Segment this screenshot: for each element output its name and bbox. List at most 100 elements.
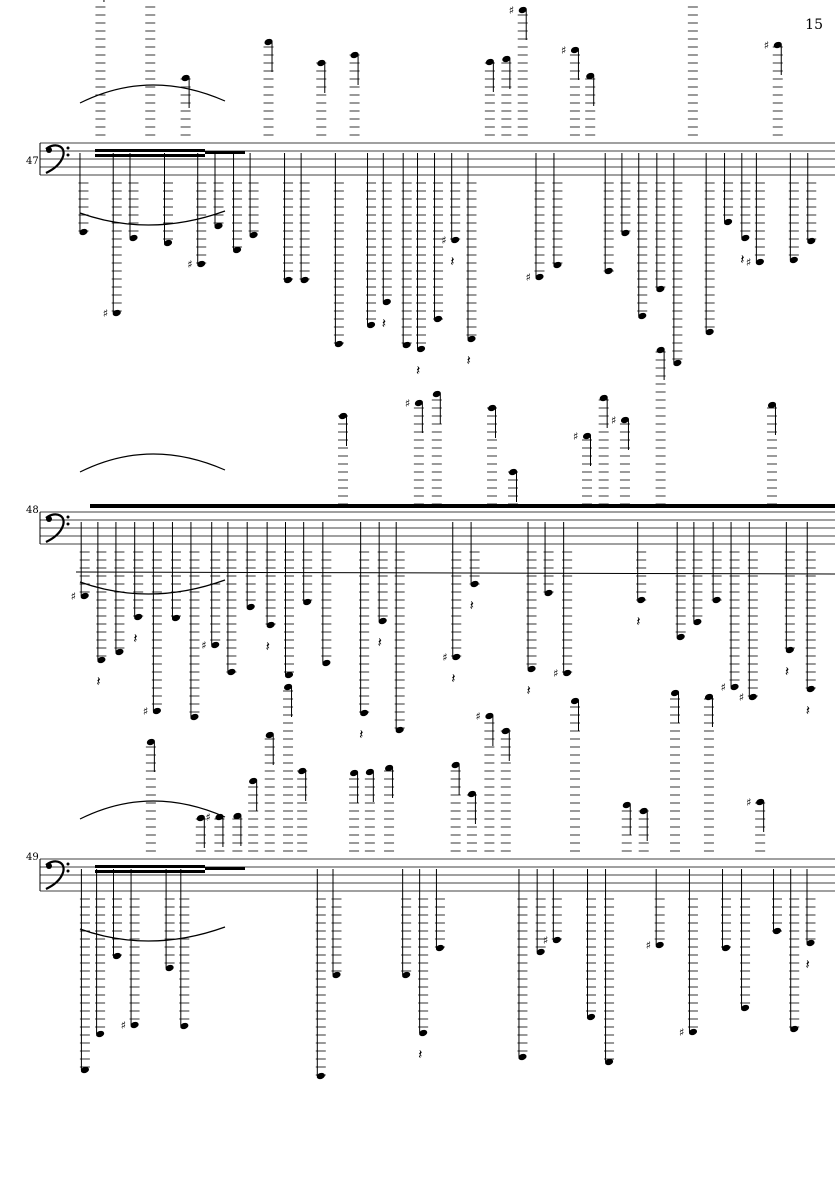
notehead xyxy=(378,617,387,625)
notehead xyxy=(772,927,782,935)
notehead xyxy=(730,683,739,691)
sharp-accidental: ♯ xyxy=(205,811,210,824)
sharp-accidental: ♯ xyxy=(441,234,446,247)
notehead xyxy=(316,1072,325,1080)
notehead xyxy=(552,936,561,944)
sharp-accidental: ♯ xyxy=(543,934,548,947)
notehead xyxy=(773,41,782,49)
notehead xyxy=(382,298,391,306)
page-number: 15 xyxy=(805,17,823,33)
notehead xyxy=(165,964,174,972)
notehead xyxy=(298,767,307,775)
beam xyxy=(95,870,205,873)
notehead xyxy=(366,321,376,329)
rest: 𝄽 xyxy=(785,664,789,680)
notehead xyxy=(334,340,343,348)
sharp-accidental: ♯ xyxy=(103,307,108,320)
notehead xyxy=(638,312,647,320)
sharp-accidental: ♯ xyxy=(201,639,206,652)
notehead xyxy=(180,1022,189,1030)
notehead xyxy=(790,1025,799,1033)
rest: 𝄽 xyxy=(416,363,420,379)
bass-clef-dot xyxy=(46,147,52,153)
bass-clef xyxy=(45,860,65,890)
notehead xyxy=(656,346,665,354)
notehead xyxy=(655,941,664,949)
notehead xyxy=(599,394,608,402)
notehead xyxy=(748,693,757,701)
notehead xyxy=(451,236,460,244)
notehead xyxy=(283,683,293,691)
rest: 𝄽 xyxy=(740,252,744,268)
notehead xyxy=(673,359,682,367)
notehead xyxy=(789,256,798,264)
sharp-accidental: ♯ xyxy=(71,590,76,603)
notehead xyxy=(414,399,423,407)
sharp-accidental: ♯ xyxy=(187,258,192,271)
sharp-accidental: ♯ xyxy=(746,796,751,809)
rest: 𝄽 xyxy=(451,671,455,687)
notehead xyxy=(740,1004,750,1012)
sharp-accidental: ♯ xyxy=(764,39,769,52)
notehead xyxy=(518,1053,527,1061)
notehead xyxy=(807,237,816,245)
notehead xyxy=(676,633,685,641)
beam xyxy=(90,504,835,508)
notehead xyxy=(435,944,445,952)
notehead xyxy=(350,51,359,59)
sharp-accidental: ♯ xyxy=(475,710,480,723)
slur xyxy=(79,84,226,104)
bass-clef xyxy=(45,513,65,543)
notehead xyxy=(181,74,190,82)
bass-clef-dot xyxy=(66,515,70,519)
notehead xyxy=(227,668,236,676)
notehead xyxy=(712,596,721,604)
notehead xyxy=(741,234,750,242)
notehead xyxy=(416,345,426,353)
notehead xyxy=(115,648,124,656)
notehead xyxy=(134,613,143,621)
notehead xyxy=(419,1029,428,1037)
notehead xyxy=(96,1030,105,1038)
beam xyxy=(205,151,245,154)
notehead xyxy=(232,246,242,254)
notehead xyxy=(332,971,341,979)
notehead xyxy=(586,1013,596,1021)
sharp-accidental: ♯ xyxy=(405,397,410,410)
notehead xyxy=(171,614,181,622)
bass-clef-dot xyxy=(46,516,52,522)
rest: 𝄽 xyxy=(470,598,474,614)
notehead xyxy=(264,38,273,46)
notehead xyxy=(688,1028,698,1036)
notehead xyxy=(622,801,631,809)
notehead xyxy=(670,689,680,697)
notehead xyxy=(338,412,348,420)
notehead xyxy=(249,231,258,239)
sharp-accidental: ♯ xyxy=(553,667,558,680)
notehead xyxy=(508,468,518,476)
slur xyxy=(79,210,226,226)
sharp-accidental: ♯ xyxy=(561,44,566,57)
notehead xyxy=(785,646,794,654)
sharp-accidental: ♯ xyxy=(739,691,744,704)
notehead xyxy=(402,341,411,349)
notehead xyxy=(806,939,815,947)
sharp-accidental: ♯ xyxy=(679,1026,684,1039)
notehead xyxy=(586,72,595,80)
sharp-accidental: ♯ xyxy=(442,651,447,664)
bass-clef-dot xyxy=(66,862,70,866)
notehead xyxy=(322,659,331,667)
notehead xyxy=(467,335,476,343)
notehead xyxy=(621,229,630,237)
notehead xyxy=(467,790,477,798)
beam xyxy=(95,149,205,152)
sharp-accidental: ♯ xyxy=(721,681,726,694)
notehead xyxy=(767,401,777,409)
notehead xyxy=(112,309,121,317)
notehead xyxy=(246,603,255,611)
notehead xyxy=(395,726,404,734)
tie-line xyxy=(75,571,835,575)
notehead xyxy=(146,738,155,746)
notehead xyxy=(196,814,205,822)
